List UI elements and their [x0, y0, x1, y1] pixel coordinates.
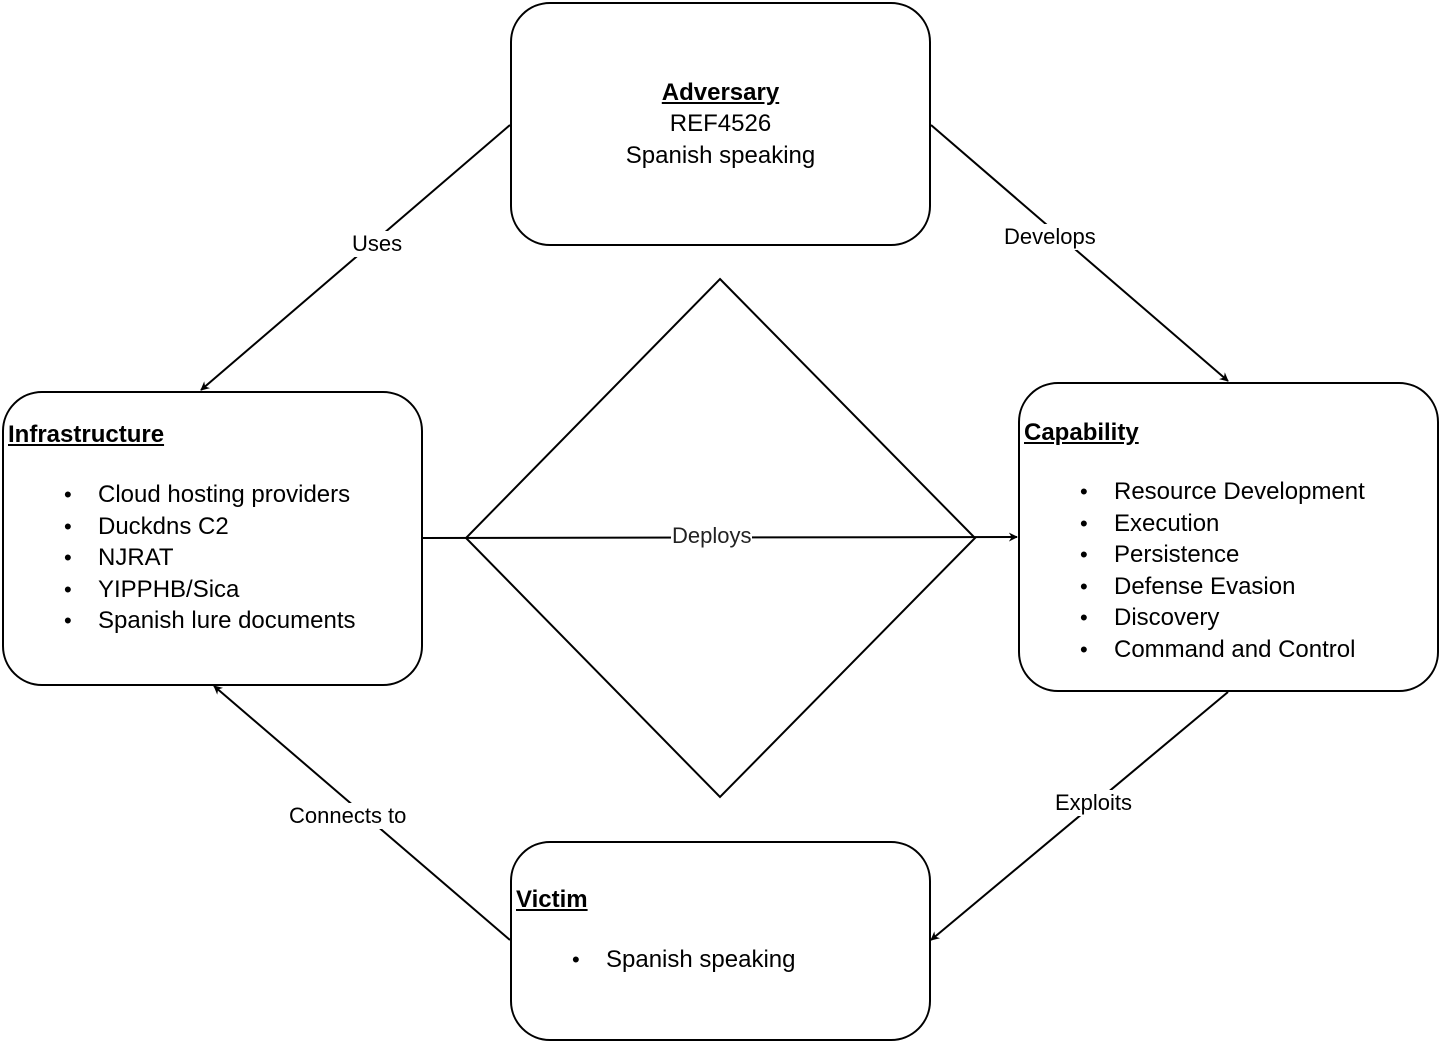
victim-node: Victim Spanish speaking — [510, 841, 931, 1041]
list-item: Defense Evasion — [1020, 571, 1365, 603]
infrastructure-list: Cloud hosting providers Duckdns C2 NJRAT… — [4, 479, 355, 637]
list-item: YIPPHB/Sica — [4, 574, 355, 606]
edge-label-develops: Develops — [1002, 224, 1098, 250]
adversary-language: Spanish speaking — [625, 142, 816, 169]
edge-label-uses: Uses — [350, 231, 405, 257]
edge-exploits-line — [930, 691, 1229, 941]
capability-list: Resource Development Execution Persisten… — [1020, 476, 1365, 665]
edge-uses-line — [200, 124, 511, 391]
list-item: Spanish speaking — [512, 944, 795, 976]
capability-title: Capability — [1024, 419, 1139, 446]
adversary-title: Adversary — [661, 79, 780, 106]
list-item: Cloud hosting providers — [4, 479, 355, 511]
center-diamond — [464, 277, 977, 799]
adversary-id: REF4526 — [669, 110, 772, 137]
edge-develops-line — [930, 124, 1229, 382]
infrastructure-node: Infrastructure Cloud hosting providers D… — [2, 391, 423, 686]
list-item: NJRAT — [4, 542, 355, 574]
list-item: Resource Development — [1020, 476, 1365, 508]
list-item: Execution — [1020, 508, 1365, 540]
infrastructure-title: Infrastructure — [8, 421, 165, 448]
edge-label-exploits: Exploits — [1053, 790, 1135, 816]
list-item: Discovery — [1020, 602, 1365, 634]
victim-title: Victim — [516, 886, 588, 913]
victim-list: Spanish speaking — [512, 944, 795, 976]
list-item: Persistence — [1020, 539, 1365, 571]
list-item: Spanish lure documents — [4, 605, 355, 637]
edge-label-deploys: Deploys — [671, 523, 753, 548]
adversary-node: Adversary REF4526 Spanish speaking — [510, 2, 931, 246]
capability-node: Capability Resource Development Executio… — [1018, 382, 1439, 692]
edge-label-connects-to: Connects to — [287, 803, 409, 829]
list-item: Duckdns C2 — [4, 511, 355, 543]
list-item: Command and Control — [1020, 634, 1365, 666]
